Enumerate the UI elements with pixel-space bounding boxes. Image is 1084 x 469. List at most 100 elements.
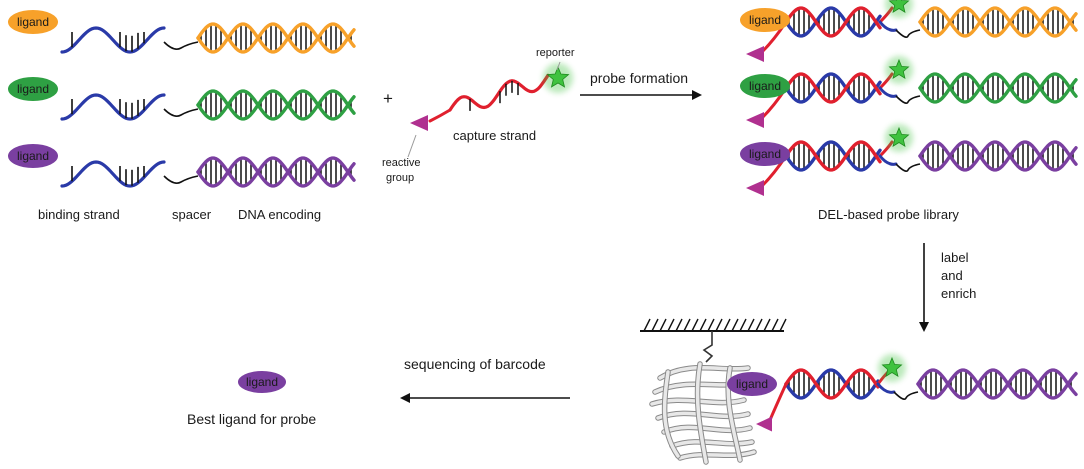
binding-strand — [60, 93, 166, 121]
support-hatch — [659, 318, 667, 332]
reactive-label: reactive — [382, 157, 421, 169]
support-hatch — [755, 318, 763, 332]
dna-encoding-helix — [918, 72, 1078, 104]
protein-ribbon-highlight — [662, 370, 680, 458]
binding-strand-label: binding strand — [38, 207, 120, 222]
reactive-group-triangle — [746, 112, 764, 128]
support-hatch — [699, 318, 707, 332]
helix-strand-a — [196, 156, 356, 188]
reactive-group-triangle — [410, 115, 428, 131]
helix-strand-b — [784, 368, 880, 400]
spacer-linker — [895, 95, 921, 104]
helix-strand-b — [918, 72, 1078, 104]
library-member-purple: ligand — [8, 144, 356, 188]
probe-library-member-purple: ligand — [740, 124, 1078, 196]
reporter-star — [888, 0, 910, 13]
spacer-label: spacer — [172, 207, 212, 222]
helix-strand-b — [196, 156, 356, 188]
binding-tail — [876, 382, 896, 394]
target-protein — [649, 361, 757, 465]
ligand-blob — [8, 10, 58, 34]
ligand-blob-label: ligand — [736, 377, 768, 391]
ligand-blob — [740, 142, 790, 166]
enrich-word: enrich — [941, 286, 976, 301]
ligand-blob — [8, 144, 58, 168]
reporter-star — [888, 126, 910, 147]
binding-tail — [878, 154, 898, 166]
binding-tail — [878, 20, 898, 32]
support-hatch — [715, 318, 723, 332]
helix-strand-a — [916, 368, 1078, 400]
spacer-linker — [895, 163, 921, 172]
protein-ribbon-highlight — [670, 440, 754, 448]
probe-library-member-orange: ligand — [740, 0, 1078, 62]
support-hatch — [739, 318, 747, 332]
protein-ribbon-highlight — [662, 425, 752, 434]
support-hatch — [763, 318, 771, 332]
best-ligand-label: Best ligand for probe — [187, 411, 316, 427]
dna-encoding-helix — [196, 22, 356, 54]
spacer-linker — [163, 108, 199, 117]
support-hatch — [675, 318, 683, 332]
ligand-blob-label: ligand — [749, 147, 781, 161]
support-hatch — [691, 318, 699, 332]
helix-strand-a — [196, 22, 356, 54]
and-word: and — [941, 268, 963, 283]
helix-strand-a — [196, 89, 356, 121]
helix-strand-b — [918, 6, 1078, 38]
support-hatch — [643, 318, 651, 332]
support-hatch — [747, 318, 755, 332]
probe-formation-label: probe formation — [590, 70, 688, 86]
dna-encoding-helix — [196, 89, 356, 121]
binding-strand-set: ligand ligand ligand — [8, 10, 356, 188]
binding-tail — [878, 86, 898, 98]
binding-strand — [60, 160, 166, 188]
ligand-blob — [740, 8, 790, 32]
reporter-star — [546, 65, 570, 88]
helix-strand-a — [784, 6, 882, 38]
ligand-blob — [740, 74, 790, 98]
probe-duplex-helix — [784, 368, 880, 400]
helix-strand-a — [918, 6, 1078, 38]
reporter-star — [888, 58, 910, 79]
helix-strand-b — [784, 140, 882, 172]
support-hatch — [707, 318, 715, 332]
reactive-group-triangle — [746, 180, 764, 196]
support-hatch — [723, 318, 731, 332]
support-hatch — [683, 318, 691, 332]
ligand-blob-label: ligand — [17, 149, 49, 163]
protein-ribbon-highlight — [678, 450, 756, 460]
capture-strand-label: capture strand — [453, 128, 536, 143]
ligand-blob-label: ligand — [17, 15, 49, 29]
protein-tether — [702, 331, 714, 363]
reactive-group-triangle — [756, 416, 772, 432]
support-hatch — [771, 318, 779, 332]
probe-library-member-green: ligand — [740, 56, 1078, 128]
protein-ribbon-highlight — [726, 366, 742, 462]
reporter-glow — [885, 0, 913, 18]
reporter-label: reporter — [536, 47, 575, 59]
spacer-linker — [893, 391, 919, 400]
helix-strand-a — [784, 368, 880, 400]
reporter-star — [881, 356, 903, 377]
helix-strand-b — [916, 368, 1078, 400]
spacer-linker — [163, 41, 199, 50]
dna-encoding-label: DNA encoding — [238, 207, 321, 222]
reactive-linker — [428, 108, 452, 123]
binding-strand — [60, 26, 166, 54]
ligand-blob — [727, 372, 777, 396]
helix-strand-b — [784, 6, 882, 38]
reactive-pointer — [407, 134, 417, 158]
library-member-green: ligand — [8, 77, 356, 121]
helix-strand-a — [918, 140, 1078, 172]
protein-bound-probe: ligand — [640, 318, 1078, 465]
ligand-blob-label: ligand — [749, 79, 781, 93]
ligand-blob-label: ligand — [749, 13, 781, 27]
helix-strand-b — [784, 72, 882, 104]
ligand-blob — [8, 77, 58, 101]
dna-encoding-helix — [918, 6, 1078, 38]
capture-strand-line — [448, 73, 550, 112]
group-label: group — [386, 172, 414, 184]
dna-encoding-helix — [918, 140, 1078, 172]
